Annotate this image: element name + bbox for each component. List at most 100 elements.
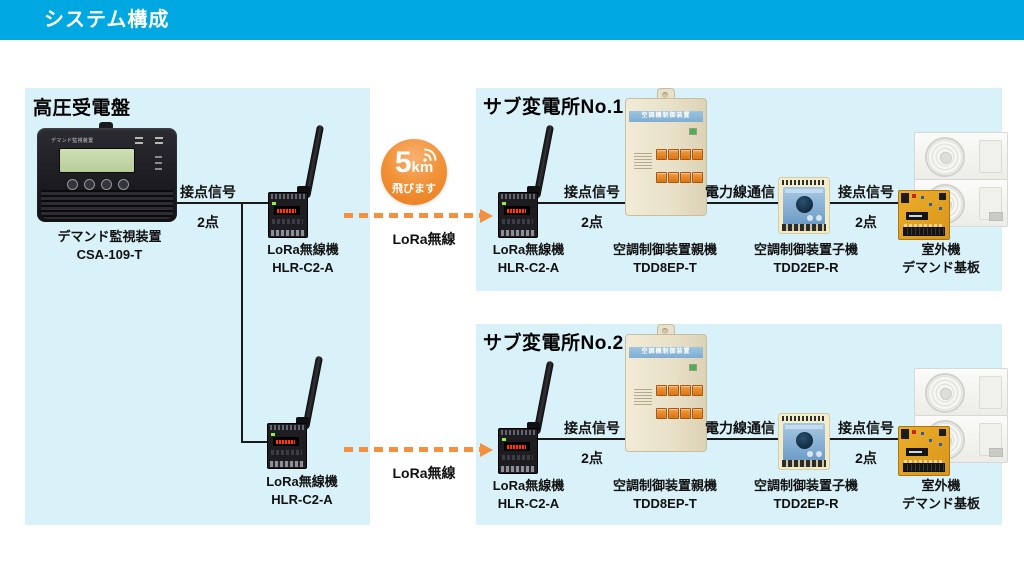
speaker-grille bbox=[634, 389, 652, 405]
contact-signal-label: 接点信号 bbox=[564, 184, 620, 200]
terminal-block bbox=[903, 227, 945, 236]
terminal-strip bbox=[782, 416, 826, 421]
contact-points-label: 2点 bbox=[581, 450, 603, 466]
monitor-mark bbox=[155, 142, 163, 144]
foot bbox=[989, 212, 1003, 221]
terminal-strip bbox=[782, 460, 826, 467]
outdoor-unit-device bbox=[898, 132, 1008, 244]
panel-header bbox=[785, 189, 823, 193]
small-button bbox=[816, 215, 822, 221]
panel-sub2-title: サブ変電所No.2 bbox=[483, 333, 624, 354]
lora-radio-device bbox=[256, 124, 336, 238]
monitor-vents bbox=[41, 190, 173, 219]
wire-parent-to-child bbox=[705, 202, 778, 204]
monitor-lcd-screen bbox=[59, 148, 135, 173]
parent-label: 空調制御装置親機 TDD8EP-T bbox=[612, 242, 717, 275]
monitor-top-tab bbox=[99, 122, 113, 132]
parent-nameplate: 空調機制御装置 bbox=[629, 347, 703, 358]
terminal-strip bbox=[501, 230, 535, 236]
component bbox=[912, 194, 916, 198]
wire-branch-down bbox=[241, 202, 243, 443]
range-badge: 5km 飛びます bbox=[381, 139, 447, 205]
wire-child-to-board bbox=[830, 202, 904, 204]
connector bbox=[939, 193, 946, 200]
outdoor-upper bbox=[914, 368, 1008, 416]
lora-radio-device bbox=[486, 124, 566, 238]
board-display bbox=[906, 212, 928, 220]
antenna-base bbox=[527, 422, 540, 431]
monitor-mark bbox=[155, 137, 163, 139]
wire-monitor-to-lora bbox=[177, 202, 268, 204]
terminal-strip bbox=[271, 230, 305, 236]
button-row bbox=[272, 219, 303, 224]
terminal-strip bbox=[270, 461, 304, 467]
wire-child-to-board bbox=[830, 438, 904, 440]
side-panel bbox=[979, 140, 1002, 173]
small-button bbox=[816, 451, 822, 457]
wire-lora-to-parent bbox=[535, 438, 625, 440]
header-bar: システム構成 bbox=[0, 0, 1024, 40]
button-row bbox=[502, 219, 533, 224]
small-button bbox=[807, 451, 813, 457]
lora-link-arrowhead-1 bbox=[480, 209, 493, 223]
range-value: 5km bbox=[394, 146, 434, 179]
fan-grille bbox=[925, 373, 965, 413]
outdoor-upper bbox=[914, 132, 1008, 180]
segment-display bbox=[273, 437, 299, 446]
component bbox=[912, 430, 916, 434]
terminal-strip bbox=[270, 425, 304, 430]
child-front-panel bbox=[783, 187, 825, 225]
monitor-indicator bbox=[155, 156, 162, 158]
contact-signal-label: 接点信号 bbox=[838, 184, 894, 200]
antenna-base bbox=[296, 417, 309, 426]
lora-body bbox=[268, 192, 308, 238]
antenna-base bbox=[297, 186, 310, 195]
contact-signal-label: 接点信号 bbox=[180, 184, 236, 200]
small-button bbox=[807, 215, 813, 221]
contact-points-label: 2点 bbox=[197, 214, 219, 230]
terminal-strip bbox=[501, 194, 535, 199]
contact-points-label: 2点 bbox=[855, 214, 877, 230]
demand-monitor-device: デマンド監視装置 bbox=[37, 122, 177, 222]
lora-label: LoRa無線機 HLR-C2-A bbox=[492, 242, 565, 275]
panel-substation-1: サブ変電所No.1 LoRa無線機 HLR-C2-A 接点信号 2点 空調機制御… bbox=[476, 88, 1008, 291]
terminal-block bbox=[903, 463, 945, 472]
wire-parent-to-child bbox=[705, 438, 778, 440]
lora-link-arrow-2 bbox=[344, 447, 482, 452]
side-panel bbox=[979, 376, 1002, 409]
antenna-base bbox=[527, 186, 540, 195]
lora-link-arrowhead-2 bbox=[480, 443, 493, 457]
contact-points-label: 2点 bbox=[855, 450, 877, 466]
lora-link-label-1: LoRa無線 bbox=[392, 231, 456, 247]
lora-radio-device bbox=[486, 360, 566, 474]
powerline-comm-label: 電力線通信 bbox=[705, 184, 775, 200]
dial bbox=[796, 432, 813, 449]
monitor-faceplate-text: デマンド監視装置 bbox=[51, 138, 94, 144]
ac-control-parent-device: 空調機制御装置 bbox=[625, 324, 707, 452]
lora-link-label-2: LoRa無線 bbox=[392, 465, 456, 481]
panel-sub1-title: サブ変電所No.1 bbox=[483, 97, 624, 118]
panel-main-board: 高圧受電盤 デマンド監視装置 bbox=[25, 88, 370, 525]
wifi-icon bbox=[423, 148, 437, 162]
silkscreen bbox=[904, 224, 942, 227]
monitor-body: デマンド監視装置 bbox=[37, 128, 177, 222]
status-led bbox=[272, 202, 276, 205]
segment-display bbox=[504, 442, 530, 451]
parent-nameplate: 空調機制御装置 bbox=[629, 111, 703, 122]
demand-board bbox=[898, 190, 950, 240]
terminal-strip bbox=[271, 194, 305, 199]
component bbox=[939, 443, 942, 446]
lora-body bbox=[267, 423, 307, 469]
powerline-comm-label: 電力線通信 bbox=[705, 420, 775, 436]
button-row bbox=[502, 455, 533, 460]
terminal-strip bbox=[501, 430, 535, 435]
parent-body: 空調機制御装置 bbox=[625, 98, 707, 216]
monitor-indicator bbox=[155, 162, 162, 164]
monitor-mark bbox=[135, 137, 143, 139]
lora-body bbox=[498, 192, 538, 238]
panel-main-title: 高圧受電盤 bbox=[33, 98, 131, 119]
component bbox=[939, 207, 942, 210]
fan-grille bbox=[925, 137, 965, 177]
lora-body bbox=[498, 428, 538, 474]
lora-bottom-label: LoRa無線機 HLR-C2-A bbox=[266, 474, 338, 507]
